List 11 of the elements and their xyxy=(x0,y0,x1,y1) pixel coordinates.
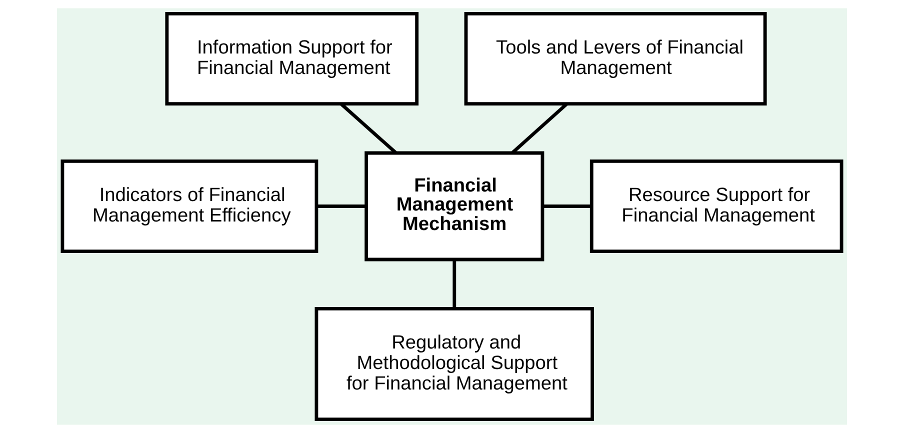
node-box: Indicators of Financial Management Efficiency xyxy=(60,159,318,254)
connector xyxy=(340,102,397,154)
node-box: Resource Support for Financial Management xyxy=(590,159,844,254)
node-box: Regulatory and Methodological Support for Financial Management xyxy=(314,306,594,421)
connector xyxy=(543,204,592,208)
connector xyxy=(512,102,568,154)
node-box: Information Support for Financial Management xyxy=(165,12,419,106)
node-box: Tools and Levers of Financial Management xyxy=(464,12,767,106)
connector xyxy=(316,204,366,208)
node-box: Financial Management Mechanism xyxy=(364,151,544,262)
connector xyxy=(452,260,456,308)
